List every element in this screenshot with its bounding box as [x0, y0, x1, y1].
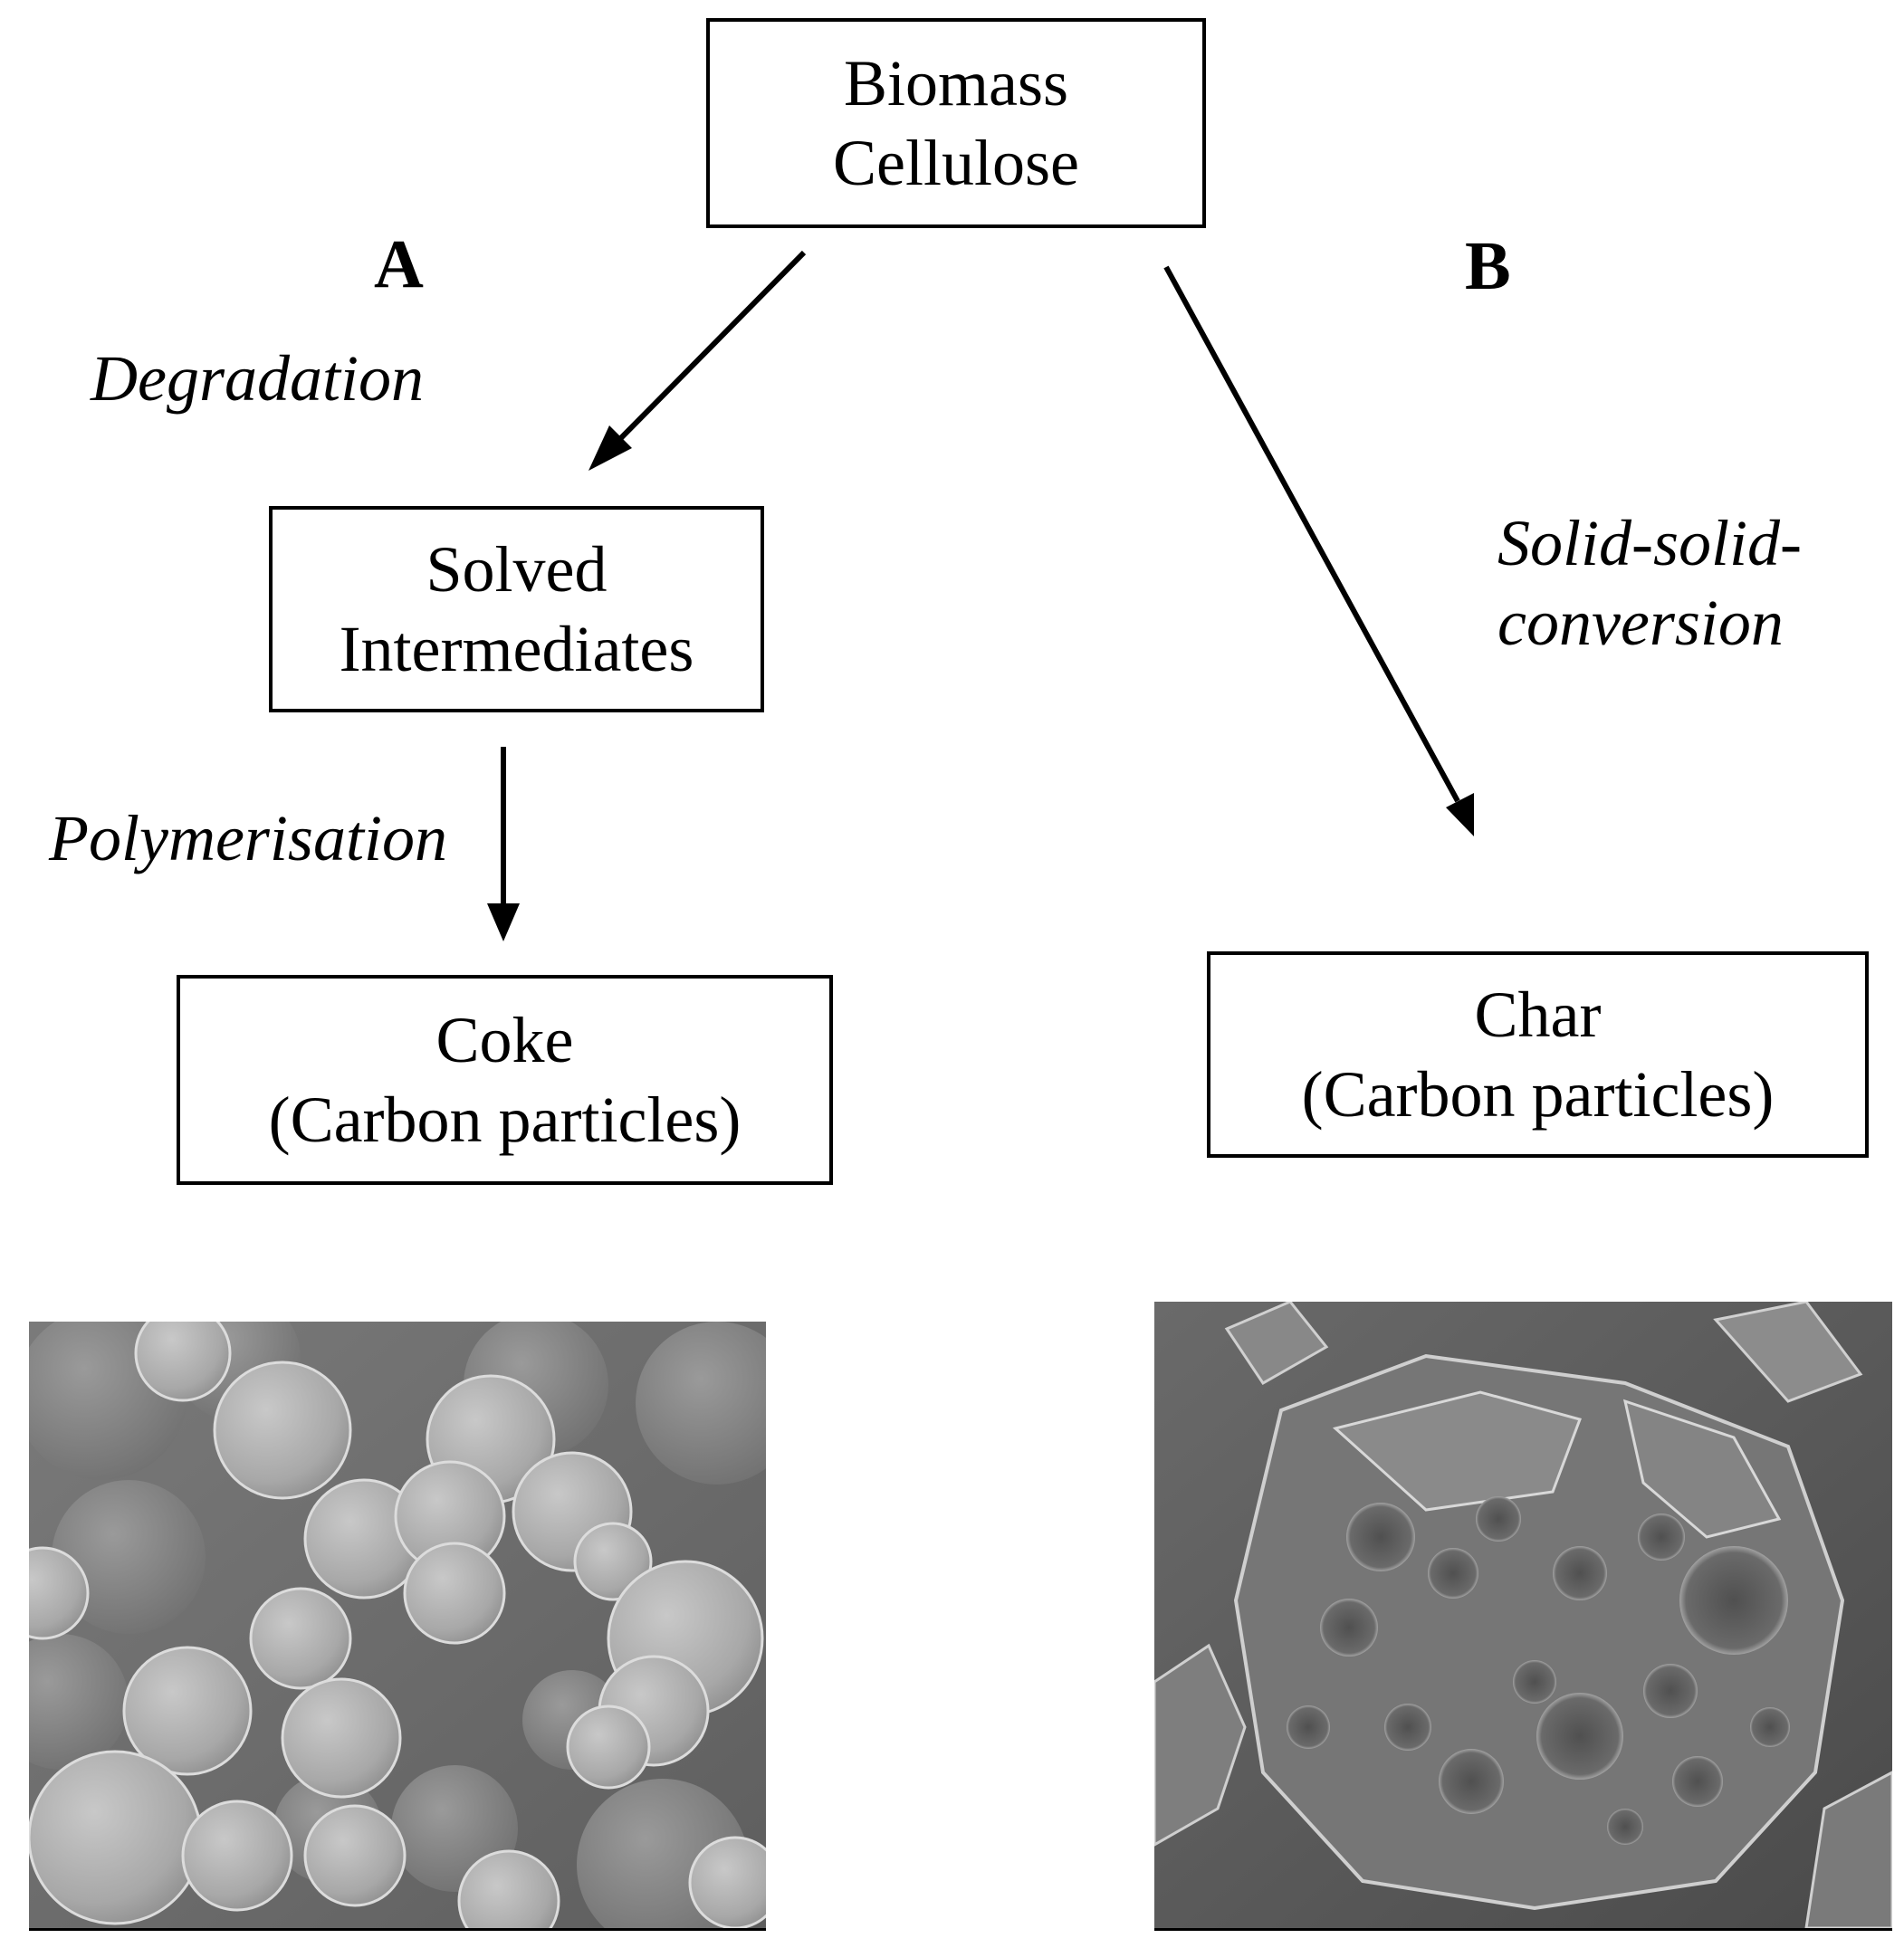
- solid-solid-label: Solid-solid-: [1497, 507, 1802, 579]
- intermediates-label: Intermediates: [339, 613, 694, 685]
- arrow-solid-solid-conversion: [1163, 265, 1474, 836]
- cellulose-label: Cellulose: [833, 127, 1079, 199]
- char-label: Char: [1474, 979, 1602, 1051]
- char-carbon-particles-label: (Carbon particles): [1301, 1058, 1775, 1131]
- biomass-label: Biomass: [843, 47, 1069, 119]
- conversion-label: conversion: [1497, 587, 1784, 659]
- polymerisation-label: Polymerisation: [49, 802, 447, 874]
- arrow-degradation: [588, 250, 807, 471]
- arrow-polymerisation: [487, 747, 520, 941]
- solved-intermediates-box: Solved Intermediates: [269, 506, 764, 712]
- solved-label: Solved: [426, 533, 608, 606]
- coke-label: Coke: [435, 1004, 574, 1076]
- coke-carbon-particles-label: (Carbon particles): [268, 1084, 742, 1156]
- pathway-b-label: B: [1465, 228, 1511, 304]
- degradation-label: Degradation: [91, 342, 424, 415]
- pathway-a-label: A: [374, 226, 424, 302]
- biomass-cellulose-box: Biomass Cellulose: [706, 18, 1206, 228]
- char-sem-image: [1154, 1302, 1892, 1931]
- char-box: Char (Carbon particles): [1207, 951, 1869, 1158]
- coke-sem-image: [29, 1322, 766, 1931]
- coke-box: Coke (Carbon particles): [177, 975, 833, 1185]
